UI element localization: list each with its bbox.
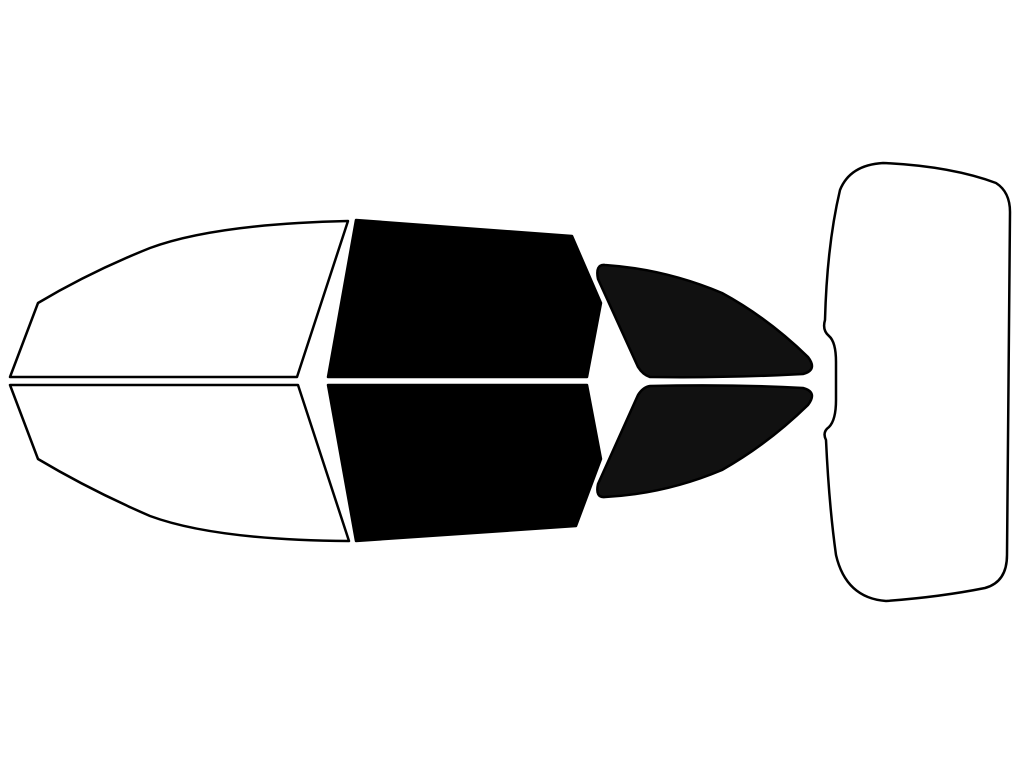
front-left-door-window xyxy=(8,219,350,379)
front-right-door-window xyxy=(8,383,351,543)
rear-right-door-window xyxy=(326,383,603,543)
rear-left-quarter-window xyxy=(596,263,814,379)
rear-left-door-window xyxy=(326,218,603,379)
rear-right-quarter-window xyxy=(596,384,814,499)
rear-windshield xyxy=(822,161,1012,603)
